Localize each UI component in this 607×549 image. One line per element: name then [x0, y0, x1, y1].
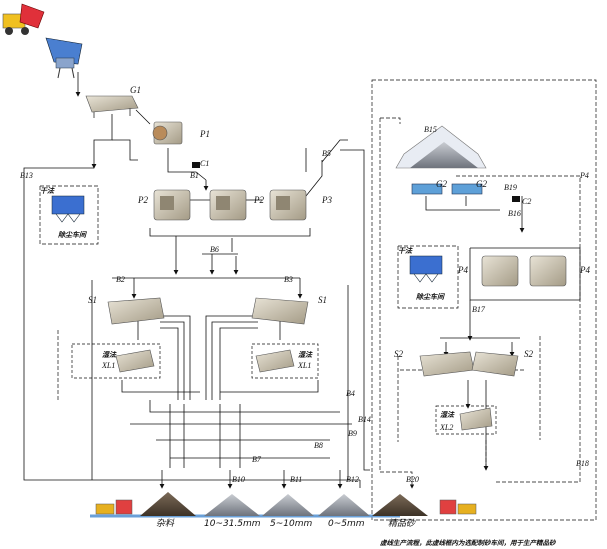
loader-left-icon: [95, 499, 133, 515]
label-b17: B17: [472, 305, 485, 314]
washer-xl1-b: [251, 343, 319, 379]
label-s1-b: S1: [318, 295, 327, 305]
label-b12: B12: [346, 475, 359, 484]
pile-mixed: [140, 492, 196, 516]
feeder-g2-a: [411, 183, 443, 195]
dust-collector-right: [409, 255, 443, 283]
label-wash-a: 湿法: [102, 351, 116, 359]
label-b20: B20: [406, 475, 419, 484]
dust-collector-left: [51, 195, 85, 223]
c1-marker: [192, 162, 200, 168]
label-b13: B13: [20, 171, 33, 180]
jaw-crusher-p1: [152, 121, 183, 145]
washer-xl2: [435, 405, 497, 435]
label-b16: B16: [508, 209, 521, 218]
label-s2-b: S2: [524, 349, 533, 359]
sand-maker-p4-b: [529, 255, 567, 287]
cone-crusher-p3: [269, 189, 307, 221]
pile-0-5: [318, 494, 370, 516]
label-dry-left: 干法: [40, 187, 54, 195]
footnote: 虚线生产流程，此虚线框内为选配制砂车间，用于生产精品砂: [380, 539, 556, 547]
label-b4: B4: [346, 389, 355, 398]
pile-10-31: [204, 494, 260, 516]
vibrating-feeder-g1: [85, 95, 139, 118]
label-b7: B7: [252, 455, 261, 464]
screen-s1-a: [107, 297, 165, 325]
label-b5: B5: [322, 149, 331, 158]
label-xl1-a: XL1: [102, 361, 116, 370]
label-g2-a: G2: [436, 179, 447, 189]
label-p1: P1: [200, 129, 210, 139]
label-dust-right: 除尘车间: [416, 293, 444, 301]
label-b11: B11: [290, 475, 303, 484]
label-b19: B19: [504, 183, 517, 192]
label-xl1-b: XL1: [298, 361, 312, 370]
cone-crusher-p2-a: [153, 189, 191, 221]
label-wash-b: 湿法: [298, 351, 312, 359]
label-g2-b: G2: [476, 179, 487, 189]
pile-sand: [372, 494, 428, 516]
washer-xl1-a: [71, 343, 161, 379]
label-pile-5-10: 5~10mm: [270, 519, 313, 529]
screen-s2-a: [419, 351, 475, 377]
label-pile-mixed: 杂料: [156, 519, 175, 529]
hopper-icon: [45, 37, 83, 79]
label-b9: B9: [348, 429, 357, 438]
loader-right-icon: [439, 499, 477, 515]
label-dust-left: 除尘车间: [58, 231, 86, 239]
label-pile-10-31: 10~31.5mm: [204, 519, 261, 529]
label-b3: B3: [284, 275, 293, 284]
label-p4-b: P4: [580, 265, 590, 275]
label-pile-0-5: 0~5mm: [328, 519, 365, 529]
label-b1: B1: [190, 171, 199, 180]
label-xl2: XL2: [440, 423, 454, 432]
label-c2: C2: [522, 197, 532, 206]
sand-maker-p4-a: [481, 255, 519, 287]
feeder-g2-b: [451, 183, 483, 195]
label-b10: B10: [232, 475, 245, 484]
label-b8: B8: [314, 441, 323, 450]
label-p2-a: P2: [138, 195, 148, 205]
cone-bin-b15: [395, 125, 487, 169]
c2-marker: [512, 196, 520, 202]
label-c1: C1: [200, 159, 210, 168]
cone-crusher-p2-b: [209, 189, 247, 221]
label-b6: B6: [210, 245, 219, 254]
label-p4-top: P4: [580, 171, 589, 180]
label-dry-right: 干法: [398, 247, 412, 255]
label-g1: G1: [130, 85, 141, 95]
label-s2-a: S2: [394, 349, 403, 359]
label-b15: B15: [424, 125, 437, 134]
label-b18: B18: [576, 459, 589, 468]
label-p4-a: P4: [458, 265, 468, 275]
label-s1-a: S1: [88, 295, 97, 305]
label-pile-sand: 精品砂: [388, 519, 416, 529]
screen-s1-b: [251, 297, 309, 325]
pile-5-10: [262, 494, 314, 516]
label-wash-c: 湿法: [440, 411, 454, 419]
label-p3: P3: [322, 195, 332, 205]
label-b14: B14: [358, 415, 371, 424]
dump-truck-icon: [2, 3, 45, 35]
label-p2-b: P2: [254, 195, 264, 205]
screen-s2-b: [471, 351, 519, 377]
label-b2: B2: [116, 275, 125, 284]
